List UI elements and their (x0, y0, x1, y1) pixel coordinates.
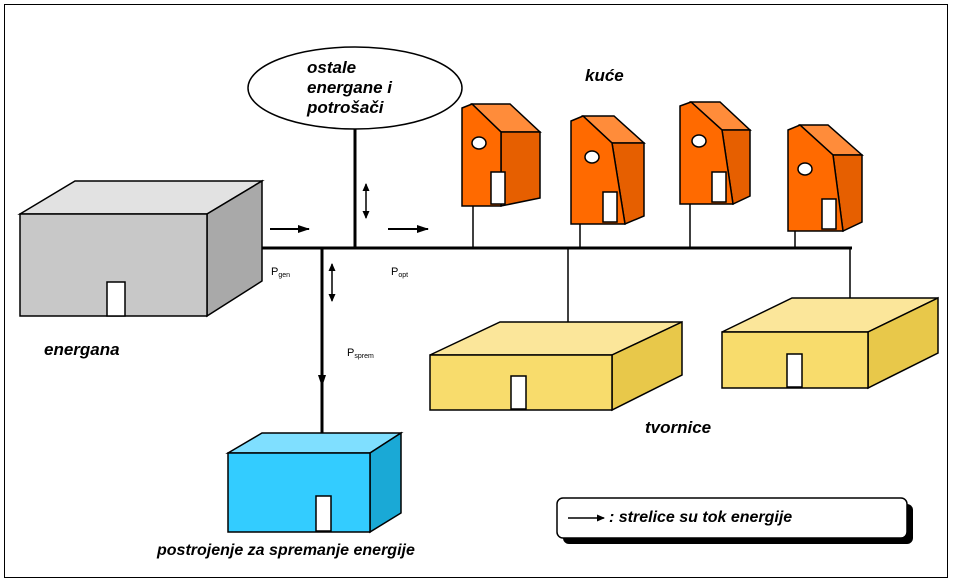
house-2 (570, 115, 646, 226)
power-plant-label: energana (44, 340, 120, 359)
house-3 (679, 101, 752, 206)
other-plants-ellipse (247, 46, 463, 130)
storage-building (225, 431, 404, 534)
power-plant-building (17, 179, 265, 318)
p-gen-label: Pgen (271, 266, 291, 279)
house-1 (461, 103, 542, 207)
houses-label: kuće (585, 66, 624, 85)
p-opt-label: Popt (391, 266, 409, 279)
storage-door (315, 495, 332, 532)
other-plants-label: ostale energane i potrošači (307, 58, 393, 117)
power-lines (258, 128, 852, 434)
factory-2-door (786, 353, 803, 388)
legend-box (556, 497, 913, 544)
factory-1 (429, 320, 683, 412)
factory-2 (721, 296, 939, 390)
branch-lines (472, 204, 851, 322)
legend-text: : strelice su tok energije (609, 509, 793, 526)
p-sprem-label: Psprem (347, 347, 374, 360)
diagram-frame (4, 4, 948, 578)
house-4 (787, 124, 864, 233)
storage-label: postrojenje za spremanje energije (157, 542, 415, 559)
factory-1-door (510, 375, 527, 410)
power-plant-door (106, 281, 126, 317)
factories-label: tvornice (645, 418, 712, 437)
